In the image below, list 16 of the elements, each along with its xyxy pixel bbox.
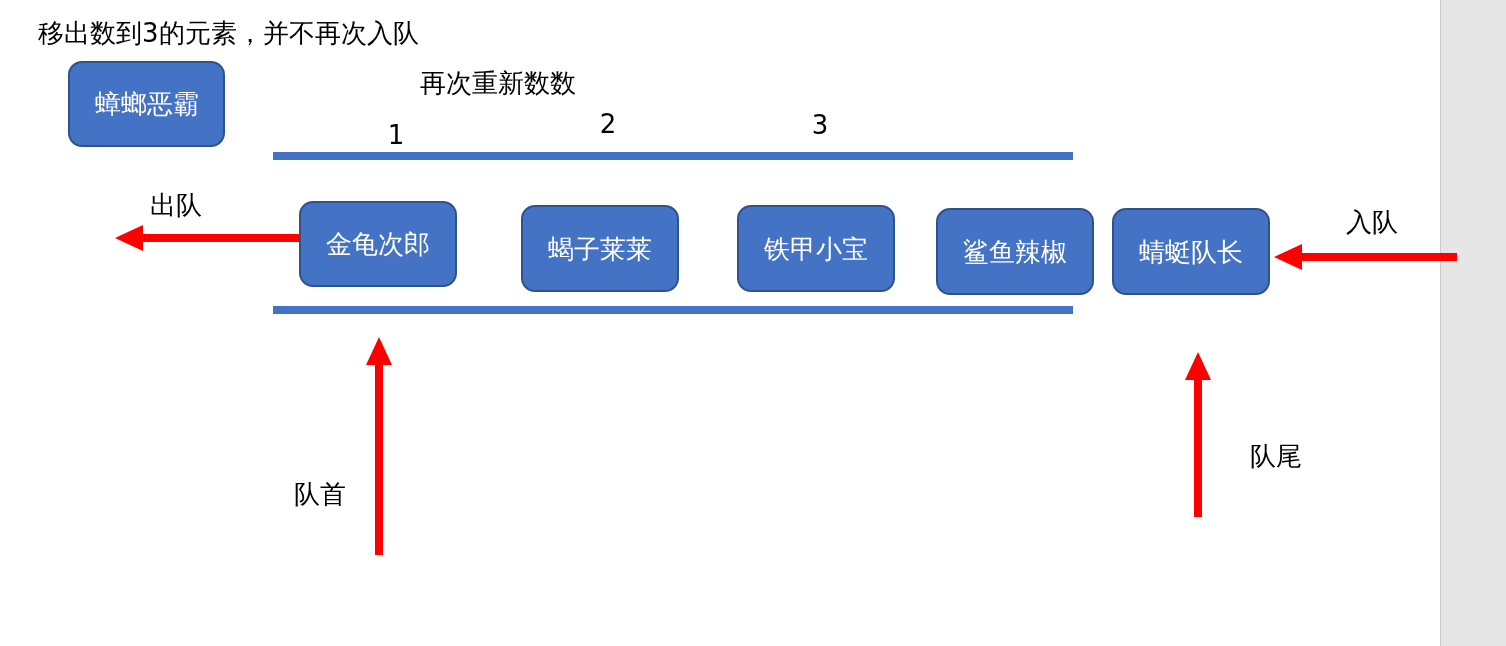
- queue-item-box: 蝎子莱莱: [521, 205, 679, 292]
- queue-item-box: 蟑螂恶霸: [68, 61, 225, 147]
- edge-label: 入队: [1344, 207, 1400, 237]
- queue-item-box: 金龟次郎: [299, 201, 457, 287]
- edge-label: 出队: [148, 190, 204, 220]
- queue-item-box: 蜻蜓队长: [1112, 208, 1270, 295]
- count-number: 3: [811, 110, 829, 140]
- arrow: [115, 225, 299, 251]
- count-number: 1: [387, 120, 405, 150]
- queue-item-box: 铁甲小宝: [737, 205, 895, 292]
- label-text: 再次重新数数: [420, 68, 576, 98]
- heading-text: 移出数到3的元素，并不再次入队: [38, 18, 419, 48]
- queue-item-box: 鲨鱼辣椒: [936, 208, 1094, 295]
- count-number: 2: [599, 109, 617, 139]
- edge-label: 队首: [292, 479, 348, 509]
- edge-label: 队尾: [1248, 441, 1304, 471]
